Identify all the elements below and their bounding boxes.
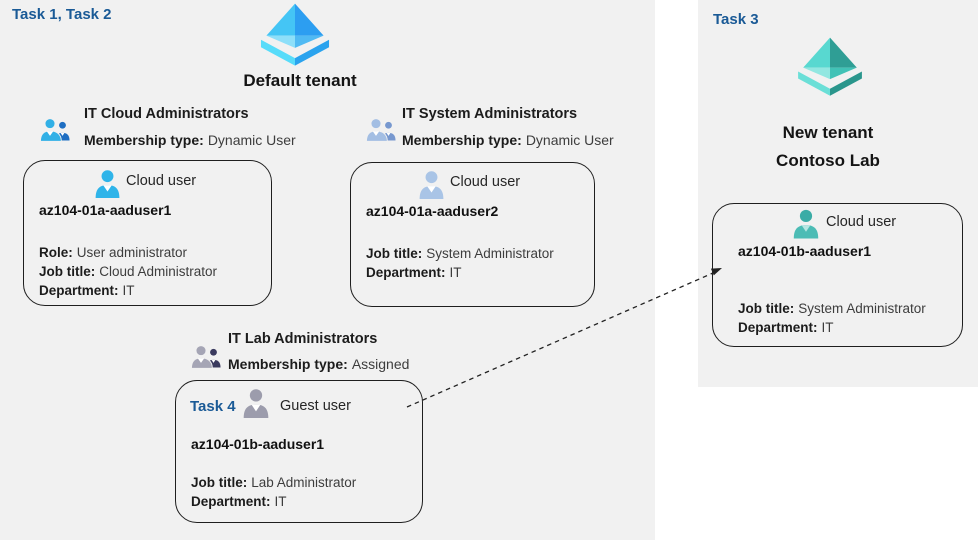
user-type-label: Guest user [280,398,351,414]
azure-ad-tenant-icon-teal [797,37,863,97]
group-users-icon-steel [366,113,396,147]
azure-ad-tenant-icon [260,3,330,67]
guest-user-card: Task 4 Guest user az104-01b-aaduser1 Job… [175,380,423,523]
default-tenant-panel [0,0,655,540]
membership-value: Dynamic User [525,132,614,148]
membership-value: Dynamic User [207,132,296,148]
user-details: Job title:Lab Administrator Department:I… [191,475,357,509]
group-users-icon-blue [40,113,70,147]
group-membership: Membership type:Dynamic User [402,132,614,148]
new-tenant-title: New tenant Contoso Lab [718,119,938,175]
group-title: IT System Administrators [402,106,578,122]
user-details: Job title:System Administrator Departmen… [738,301,926,335]
group-membership: Membership type:Dynamic User [84,132,296,148]
new-tenant-title-line1: New tenant [782,123,874,142]
cloud-user-icon-blue [94,169,121,199]
default-tenant-title: Default tenant [243,71,357,90]
new-tenant-title-line2: Contoso Lab [776,151,880,170]
new-tenant-cloud-user-card: Cloud user az104-01b-aaduser1 Job title:… [712,203,963,347]
task-1-2-label: Task 1, Task 2 [12,6,112,23]
cloud-user-card-2: Cloud user az104-01a-aaduser2 Job title:… [350,162,595,307]
cloud-user-card-1: Cloud user az104-01a-aaduser1 Role:User … [23,160,272,306]
group-membership: Membership type:Assigned [228,356,409,372]
user-type-label: Cloud user [826,214,897,230]
user-details: Role:User administrator Job title:Cloud … [39,245,218,298]
membership-label: Membership type: [228,356,348,372]
guest-user-icon-gray [242,388,270,419]
cloud-user-icon-steel [418,170,445,200]
membership-label: Membership type: [84,132,204,148]
user-name: az104-01a-aaduser2 [366,203,499,219]
group-users-icon-gray [191,340,221,374]
user-type-label: Cloud user [450,174,521,190]
user-type-label: Cloud user [126,173,197,189]
membership-value: Assigned [351,356,410,372]
membership-label: Membership type: [402,132,522,148]
user-details: Job title:System Administrator Departmen… [366,246,554,280]
cloud-user-icon-teal [792,209,820,239]
user-name: az104-01b-aaduser1 [191,436,325,452]
user-name: az104-01a-aaduser1 [39,202,172,218]
task-3-label: Task 3 [713,11,759,28]
group-title: IT Lab Administrators [228,331,378,347]
group-title: IT Cloud Administrators [84,106,249,122]
user-name: az104-01b-aaduser1 [738,243,872,259]
task-4-label: Task 4 [190,398,236,415]
